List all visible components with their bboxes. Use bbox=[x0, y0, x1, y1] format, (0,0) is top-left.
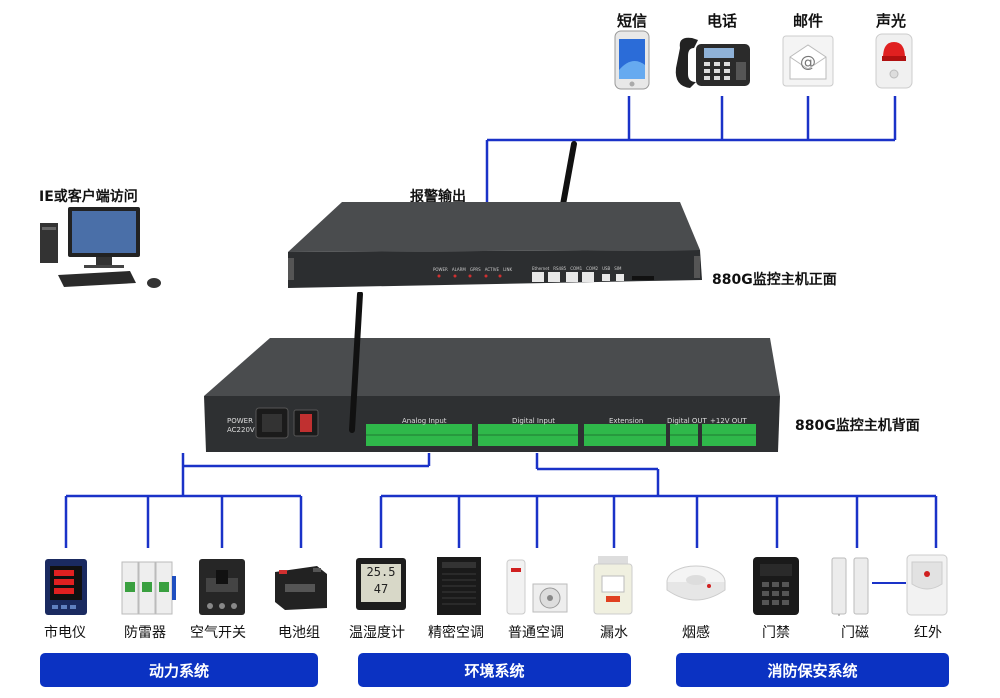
output-label-phone: 电话 bbox=[706, 12, 738, 30]
system-bar-power: 动力系统 bbox=[40, 653, 318, 687]
power-meter-icon bbox=[45, 559, 87, 615]
device-label-air-conditioner: 普通空调 bbox=[508, 625, 564, 641]
desk-phone-icon bbox=[675, 37, 750, 88]
front-caption: 880G监控主机正面 bbox=[712, 272, 837, 288]
back-panel-chassis bbox=[204, 292, 780, 452]
door-magnet-link bbox=[872, 582, 906, 584]
port-rs485: RS485 bbox=[553, 266, 567, 271]
door-magnet-icon bbox=[831, 557, 869, 616]
temperature-readout: 25.5 bbox=[366, 565, 396, 579]
device-label-battery: 电池组 bbox=[278, 625, 320, 641]
indicator-power: POWER bbox=[433, 267, 448, 272]
device-label-thermo-hygrometer: 温湿度计 bbox=[349, 625, 405, 641]
thermo-hygrometer-icon: 25.5 47 bbox=[356, 558, 406, 610]
water-leak-sensor-icon bbox=[593, 556, 633, 615]
front-panel-chassis bbox=[288, 141, 702, 288]
back-caption: 880G监控主机背面 bbox=[795, 418, 920, 434]
front-indicator-labels: POWER ALARM GPRS ACTIVE LINK bbox=[433, 267, 512, 272]
group-digital-input: Digital Input bbox=[512, 417, 556, 425]
humidity-readout: 47 bbox=[373, 582, 389, 596]
indicator-link: LINK bbox=[503, 267, 513, 272]
port-com2: COM2 bbox=[586, 266, 599, 271]
indicator-alarm: ALARM bbox=[451, 267, 466, 272]
device-label-infrared: 红外 bbox=[914, 625, 942, 641]
siren-icon bbox=[875, 33, 913, 89]
battery-icon bbox=[275, 566, 327, 610]
power-label-line2: AC220V bbox=[227, 426, 255, 434]
indicator-active: ACTIVE bbox=[484, 267, 500, 272]
device-label-water-leak: 漏水 bbox=[600, 625, 628, 641]
device-label-smoke-detector: 烟感 bbox=[682, 625, 710, 641]
group-12v-out: +12V OUT bbox=[710, 417, 747, 425]
output-label-siren: 声光 bbox=[875, 12, 907, 30]
indicator-gprs: GPRS bbox=[469, 267, 481, 272]
front-port-labels: Ethernet RS485 COM1 COM2 USB SIM bbox=[532, 266, 621, 271]
smoke-detector-icon bbox=[666, 565, 726, 601]
group-digital-out: Digital OUT bbox=[667, 417, 707, 425]
svg-text:@: @ bbox=[800, 52, 816, 71]
system-bar-environment: 环境系统 bbox=[358, 653, 631, 687]
device-label-circuit-breaker: 空气开关 bbox=[190, 625, 246, 641]
device-label-access-control: 门禁 bbox=[762, 625, 790, 641]
device-label-surge-protector: 防雷器 bbox=[124, 625, 166, 641]
device-label-door-magnet: 门磁 bbox=[841, 625, 869, 641]
client-label: IE或客户端访问 bbox=[39, 189, 138, 205]
port-com1: COM1 bbox=[570, 266, 583, 271]
device-label-power-meter: 市电仪 bbox=[44, 625, 86, 641]
output-label-sms: 短信 bbox=[616, 12, 648, 30]
access-control-icon bbox=[753, 557, 799, 615]
surge-protector-icon bbox=[121, 561, 176, 615]
port-ethernet: Ethernet bbox=[532, 266, 550, 271]
output-label-email: 邮件 bbox=[792, 12, 824, 30]
circuit-breaker-icon bbox=[199, 559, 245, 615]
system-label-security: 消防保安系统 bbox=[767, 661, 858, 680]
group-extension: Extension bbox=[609, 417, 644, 425]
device-label-precision-ac: 精密空调 bbox=[428, 625, 484, 641]
alarm-output-title: 报警输出 bbox=[410, 189, 466, 205]
desktop-computer-icon bbox=[40, 207, 161, 288]
system-label-environment: 环境系统 bbox=[464, 661, 525, 680]
email-icon: @ bbox=[782, 35, 834, 87]
system-label-power: 动力系统 bbox=[148, 661, 209, 680]
power-label: POWER AC220V bbox=[227, 417, 255, 435]
power-label-line1: POWER bbox=[227, 417, 253, 425]
smartphone-icon bbox=[614, 30, 650, 90]
port-usb: USB bbox=[602, 266, 611, 271]
infrared-sensor-icon bbox=[906, 554, 948, 616]
system-bar-security: 消防保安系统 bbox=[676, 653, 949, 687]
port-sim: SIM bbox=[614, 266, 622, 271]
air-conditioner-icon bbox=[506, 559, 568, 615]
group-analog-input: Analog Input bbox=[402, 417, 447, 425]
precision-ac-icon bbox=[437, 557, 481, 615]
